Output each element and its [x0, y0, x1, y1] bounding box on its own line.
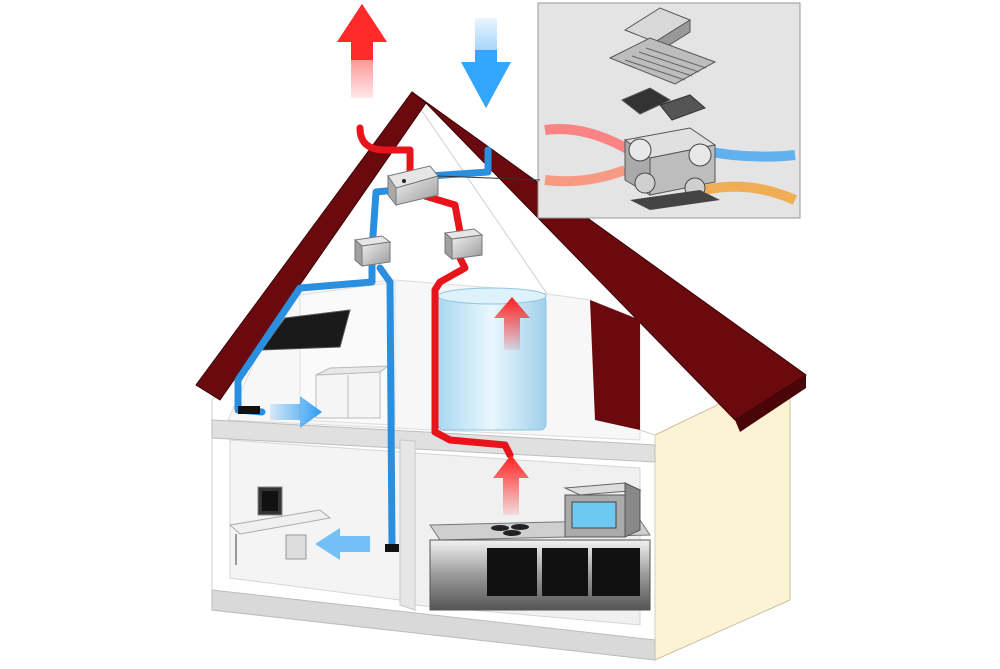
exhaust-arrow-icon	[337, 4, 387, 98]
heat-recovery-unit-icon	[387, 165, 439, 207]
warm-air-exhaust-duct	[356, 124, 514, 459]
extract-arrow-kitchen	[493, 455, 529, 515]
ground-floor-slab	[211, 589, 656, 661]
house-side-wall	[654, 369, 791, 661]
duct-outlet-lower	[385, 544, 399, 552]
pc-tower	[285, 534, 307, 560]
supply-arrow-ground	[315, 528, 370, 560]
distribution-box-icon	[353, 235, 392, 268]
intake-arrow-icon	[461, 18, 511, 108]
computer-monitor-icon	[257, 486, 283, 516]
hot-water-tank	[437, 294, 547, 431]
extract-arrow-tank	[494, 297, 530, 350]
roof-edge	[735, 375, 806, 432]
heat-exchanger-detail-inset	[537, 2, 801, 219]
microwave-icon	[563, 482, 642, 538]
desk	[228, 509, 332, 535]
inset-exhaust-stream	[544, 165, 627, 187]
inset-orange-stream	[703, 181, 798, 205]
interior-wall	[399, 439, 416, 611]
skylight	[260, 309, 351, 351]
roof-inner	[590, 300, 640, 430]
supply-arrow-attic	[270, 396, 322, 428]
distribution-box-icon-2	[443, 228, 484, 261]
upper-floor-slab	[211, 419, 656, 463]
stove-icon	[491, 524, 529, 536]
inset-leader-line	[437, 175, 541, 181]
duct-outlet-upper	[238, 406, 260, 414]
